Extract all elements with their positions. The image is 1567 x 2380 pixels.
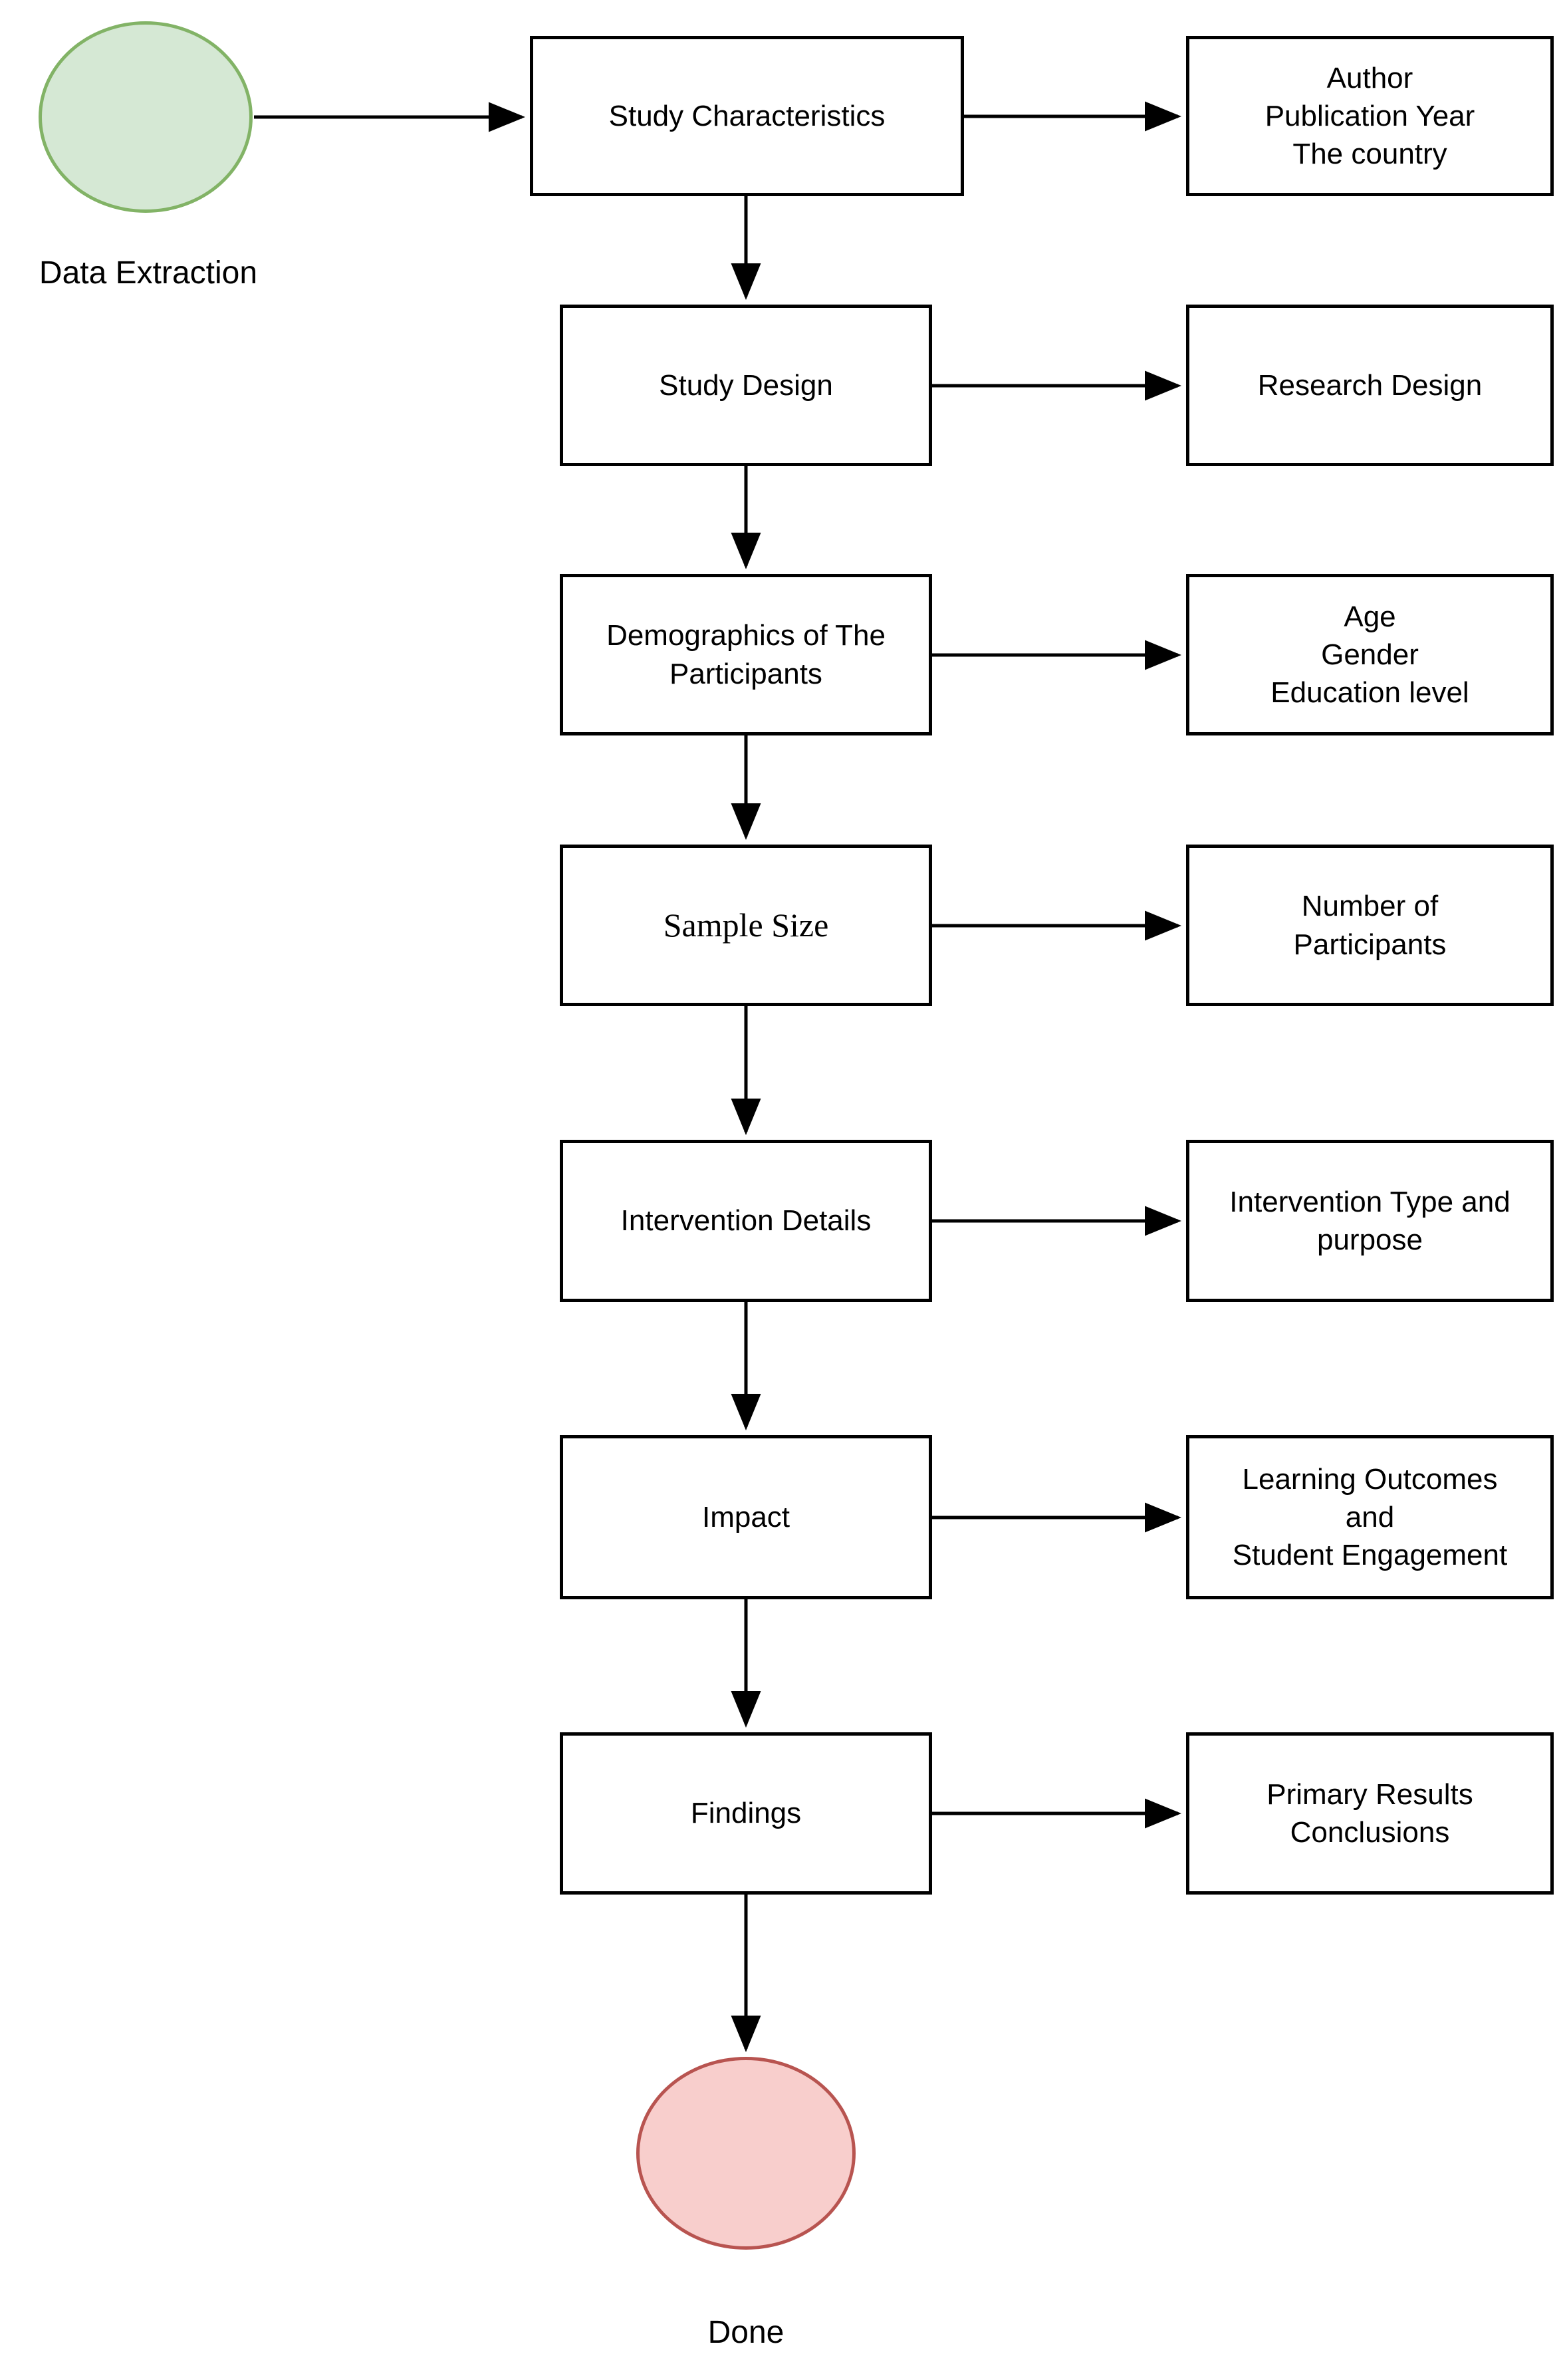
detail-box-research-design: Research Design [1186, 305, 1554, 466]
step-box-demographics: Demographics of The Participants [560, 574, 932, 735]
detail-box-number-of-participants: Number of Participants [1186, 845, 1554, 1006]
step-box-impact: Impact [560, 1435, 932, 1599]
detail-box-primary-results-conclusions: Primary Results Conclusions [1186, 1732, 1554, 1895]
step-box-study-characteristics: Study Characteristics [530, 36, 964, 196]
step-box-study-design: Study Design [560, 305, 932, 466]
step-box-intervention-details: Intervention Details [560, 1140, 932, 1302]
step-box-findings: Findings [560, 1732, 932, 1895]
detail-box-intervention-type-purpose: Intervention Type and purpose [1186, 1140, 1554, 1302]
end-node-ellipse [636, 2057, 856, 2250]
start-node-label: Data Extraction [39, 255, 258, 291]
detail-box-learning-outcomes-engagement: Learning Outcomes and Student Engagement [1186, 1435, 1554, 1599]
step-box-sample-size: Sample Size [560, 845, 932, 1006]
start-node-ellipse [39, 21, 253, 213]
detail-box-author-year-country: Author Publication Year The country [1186, 36, 1554, 196]
detail-box-age-gender-education: Age Gender Education level [1186, 574, 1554, 735]
end-node-label: Done [707, 2315, 784, 2350]
